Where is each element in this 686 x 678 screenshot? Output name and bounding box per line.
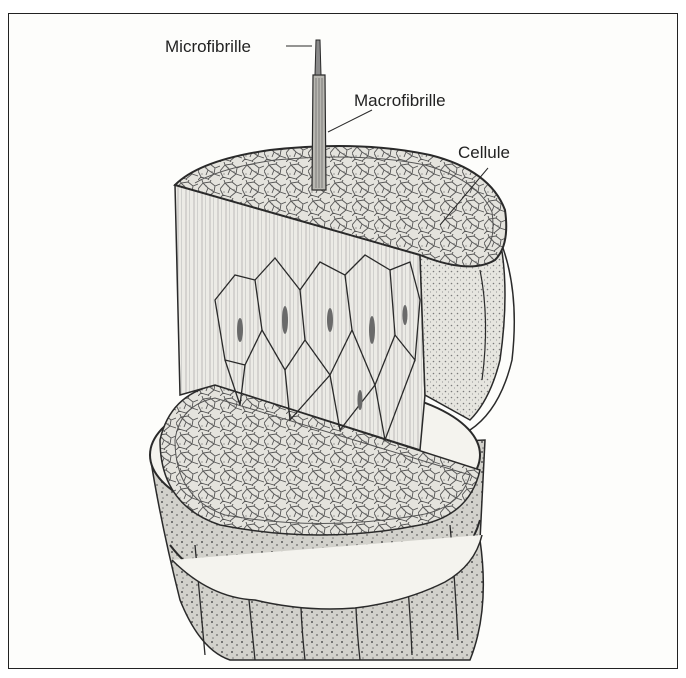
macrofibril-strand [312, 40, 326, 190]
upper-outer-wall [420, 240, 514, 430]
macrofibril-leader [328, 110, 372, 132]
microfibril-label: Microfibrille [165, 37, 251, 56]
microfibril-strand [315, 40, 321, 75]
cell-label: Cellule [458, 143, 510, 162]
macrofibril-label: Macrofibrille [354, 91, 446, 110]
